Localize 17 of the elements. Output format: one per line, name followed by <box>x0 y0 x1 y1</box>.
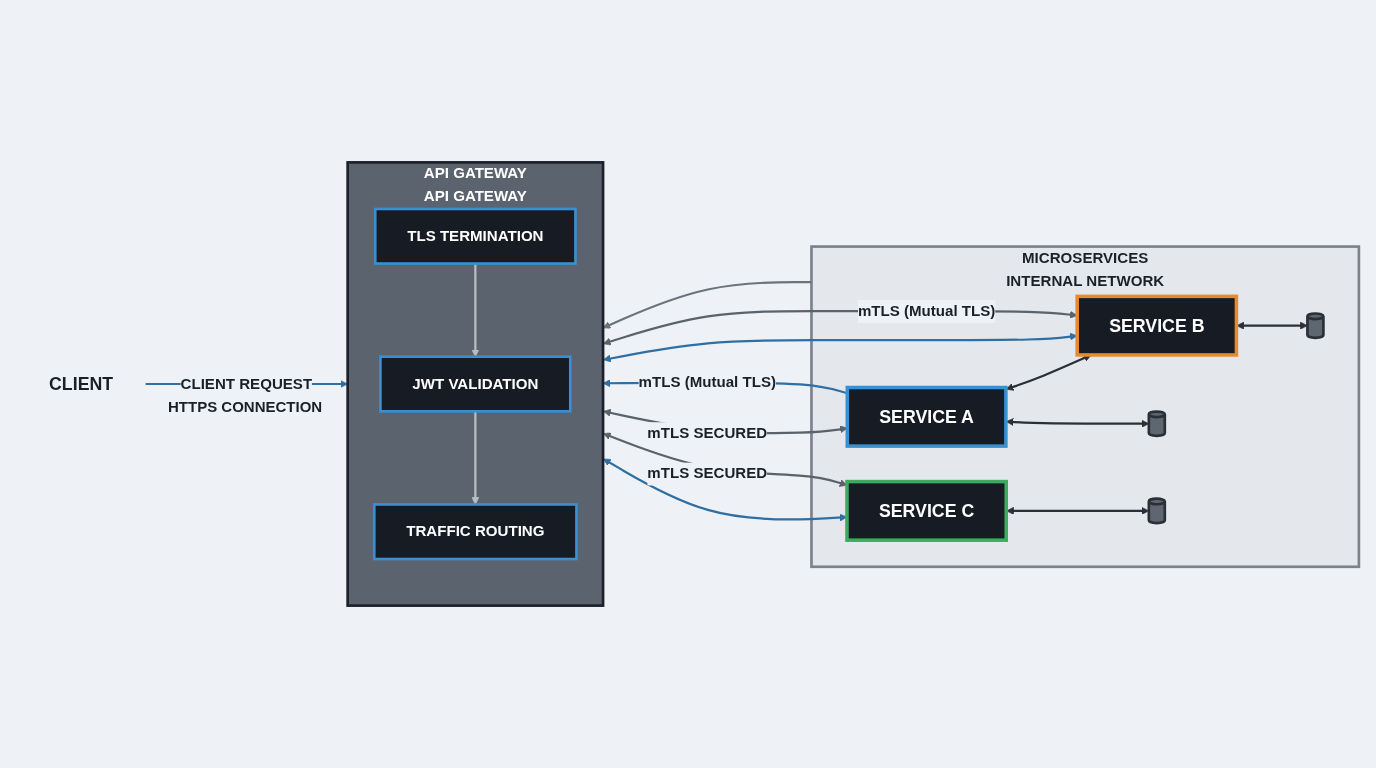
node-box: JWT VALIDATION <box>379 355 572 413</box>
node-box: SERVICE B <box>1075 294 1239 357</box>
node-box: TLS TERMINATION <box>373 207 577 265</box>
node-box: SERVICE C <box>845 479 1008 542</box>
node-box: TRAFFIC ROUTING <box>372 503 578 561</box>
node-cylinder <box>1147 497 1167 525</box>
edge-label: mTLS SECURED <box>647 424 768 442</box>
edge-label: mTLS SECURED <box>647 465 768 483</box>
arrow <box>1005 354 1092 391</box>
edge-label: mTLS (Mutual TLS) <box>857 302 996 320</box>
node-box: SERVICE A <box>845 385 1008 448</box>
node-text: CLIENT <box>49 374 114 394</box>
node-cylinder <box>1306 312 1325 340</box>
node-cylinder <box>1147 410 1167 438</box>
arrow <box>471 411 480 505</box>
edge-label: CLIENT REQUEST <box>180 375 313 393</box>
edge-label: mTLS (Mutual TLS) <box>638 374 776 391</box>
